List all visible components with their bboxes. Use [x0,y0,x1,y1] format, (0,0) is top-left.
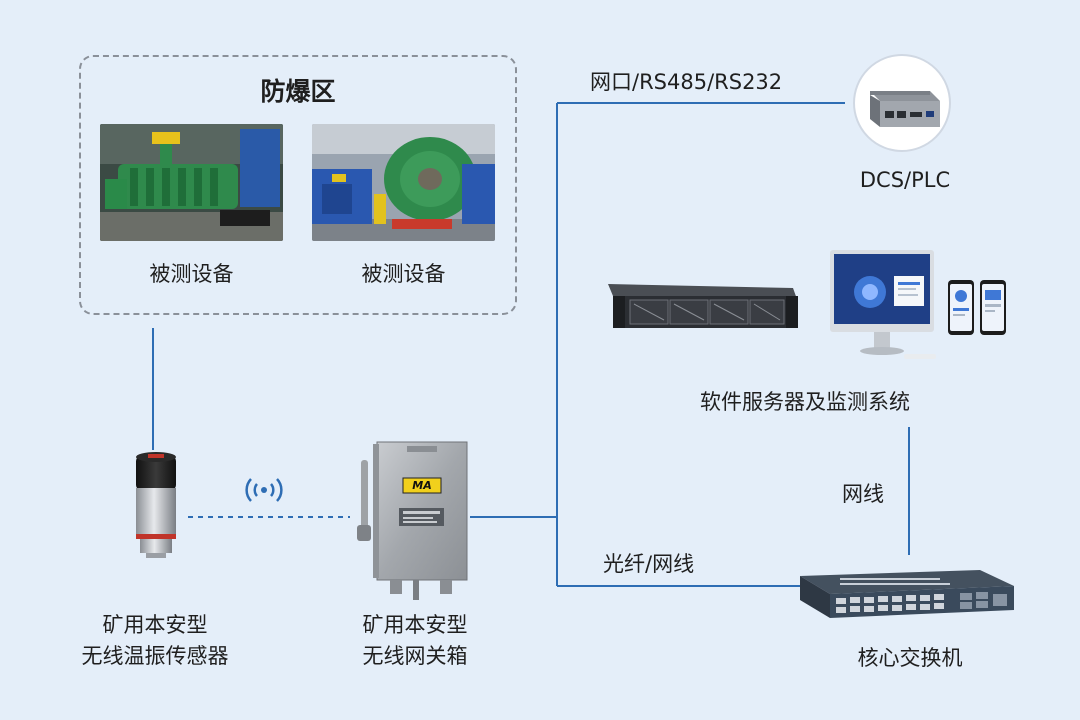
switch-label: 核心交换机 [857,646,963,670]
desktop-monitor-icon [830,250,936,359]
gateway-icon: MA [355,440,470,605]
device-photo-pump [100,124,283,241]
sensor-label: 矿用本安型 无线温振传感器 [50,610,260,672]
zone-title: 防爆区 [260,77,336,106]
device-photo-hoist [312,124,495,241]
link-label-top: 网口/RS485/RS232 [590,70,783,94]
gateway-label-line1: 矿用本安型 [362,613,468,637]
server-rack-icon [608,284,798,328]
dcs-label: DCS/PLC [859,168,951,192]
hoist-image [312,124,495,241]
mobile-phones-icon [946,280,1008,336]
switch-icon [800,556,1015,626]
pump-image [100,124,283,241]
mini-pc-icon [853,54,951,152]
server-icon [608,282,800,332]
gateway-label: 矿用本安型 无线网关箱 [315,610,515,672]
smartphone-icon [948,280,1006,335]
sensor-label-line1: 矿用本安型 [102,613,208,637]
link-label-right: 网线 [842,482,884,506]
explosion-proof-zone [79,55,517,315]
device-label-1: 被测设备 [149,262,234,286]
gateway-box-icon [357,441,468,600]
network-switch-icon [800,570,1014,618]
wireless-signal-icon [244,476,284,504]
monitor-icon [828,250,940,362]
sensor-icon [132,450,180,560]
ma-badge: MA [412,479,432,492]
cylindrical-sensor-icon [136,452,176,558]
sensor-label-line2: 无线温振传感器 [81,644,229,668]
link-label-bottom: 光纤/网线 [603,552,695,576]
gateway-label-line2: 无线网关箱 [362,644,468,668]
server-label: 软件服务器及监测系统 [700,390,910,414]
device-label-2: 被测设备 [361,262,446,286]
dcs-icon [852,53,952,153]
